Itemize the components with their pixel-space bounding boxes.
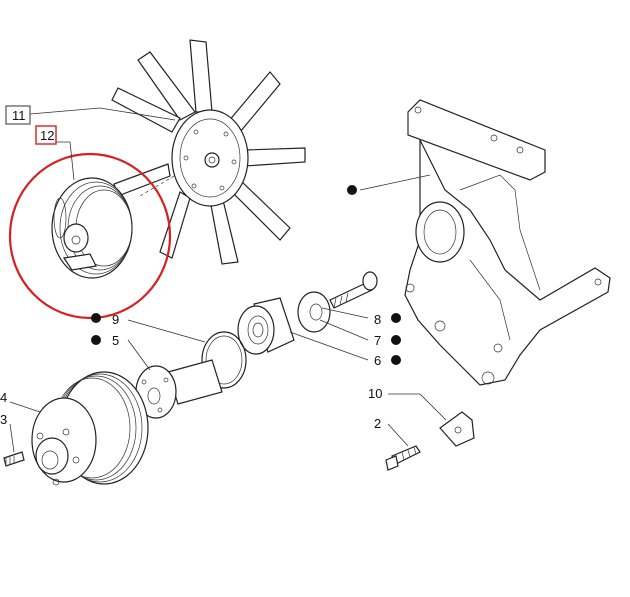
fan-blade bbox=[189, 39, 213, 113]
callout-box-12 bbox=[35, 125, 57, 145]
highlight-circle bbox=[8, 152, 172, 320]
callout-label-4[interactable]: 4 bbox=[0, 390, 7, 405]
fan-blade bbox=[137, 51, 196, 121]
callout-box-11 bbox=[5, 105, 31, 125]
callout-label-2[interactable]: 2 bbox=[374, 416, 381, 431]
small-bolt[interactable] bbox=[3, 451, 25, 467]
callout-label-11[interactable]: 11 bbox=[12, 108, 26, 123]
hex-bolt[interactable] bbox=[385, 445, 421, 471]
fan-center-nut bbox=[204, 152, 220, 168]
bullet-dot bbox=[391, 335, 401, 345]
bearing[interactable] bbox=[237, 297, 295, 355]
bullet-dot bbox=[391, 313, 401, 323]
clutch-mount-tab bbox=[62, 253, 97, 271]
callout-label-5[interactable]: 5 bbox=[112, 333, 119, 348]
callout-label-7[interactable]: 7 bbox=[374, 333, 381, 348]
mounting-plate[interactable] bbox=[439, 411, 475, 447]
fan-blade bbox=[231, 179, 291, 241]
long-bolt[interactable] bbox=[329, 271, 378, 309]
washer[interactable] bbox=[297, 291, 331, 333]
mounting-bracket[interactable] bbox=[404, 99, 611, 386]
fan-blade bbox=[111, 87, 181, 133]
callout-label-9[interactable]: 9 bbox=[112, 312, 119, 327]
fan-shaft-hub[interactable] bbox=[135, 359, 223, 419]
fan-blade bbox=[159, 191, 191, 259]
pulley[interactable] bbox=[31, 371, 149, 486]
callout-label-3[interactable]: 3 bbox=[0, 412, 7, 427]
callout-label-6[interactable]: 6 bbox=[374, 353, 381, 368]
fan-blade bbox=[244, 147, 306, 167]
viscous-fan-clutch[interactable] bbox=[51, 177, 133, 279]
bullet-dot bbox=[91, 313, 101, 323]
bullet-dot bbox=[347, 185, 357, 195]
bracket-bore bbox=[415, 201, 465, 263]
callout-label-12[interactable]: 12 bbox=[40, 128, 54, 143]
bullet-dot bbox=[391, 355, 401, 365]
clutch-center-boss bbox=[63, 223, 89, 253]
callout-label-8[interactable]: 8 bbox=[374, 312, 381, 327]
bracket-body bbox=[404, 139, 611, 386]
snap-ring[interactable] bbox=[201, 331, 247, 389]
cooling-fan[interactable] bbox=[111, 39, 306, 265]
bolt-head bbox=[362, 271, 378, 291]
fan-blade bbox=[113, 163, 171, 197]
bullet-dot bbox=[91, 335, 101, 345]
callout-label-10[interactable]: 10 bbox=[368, 386, 382, 401]
